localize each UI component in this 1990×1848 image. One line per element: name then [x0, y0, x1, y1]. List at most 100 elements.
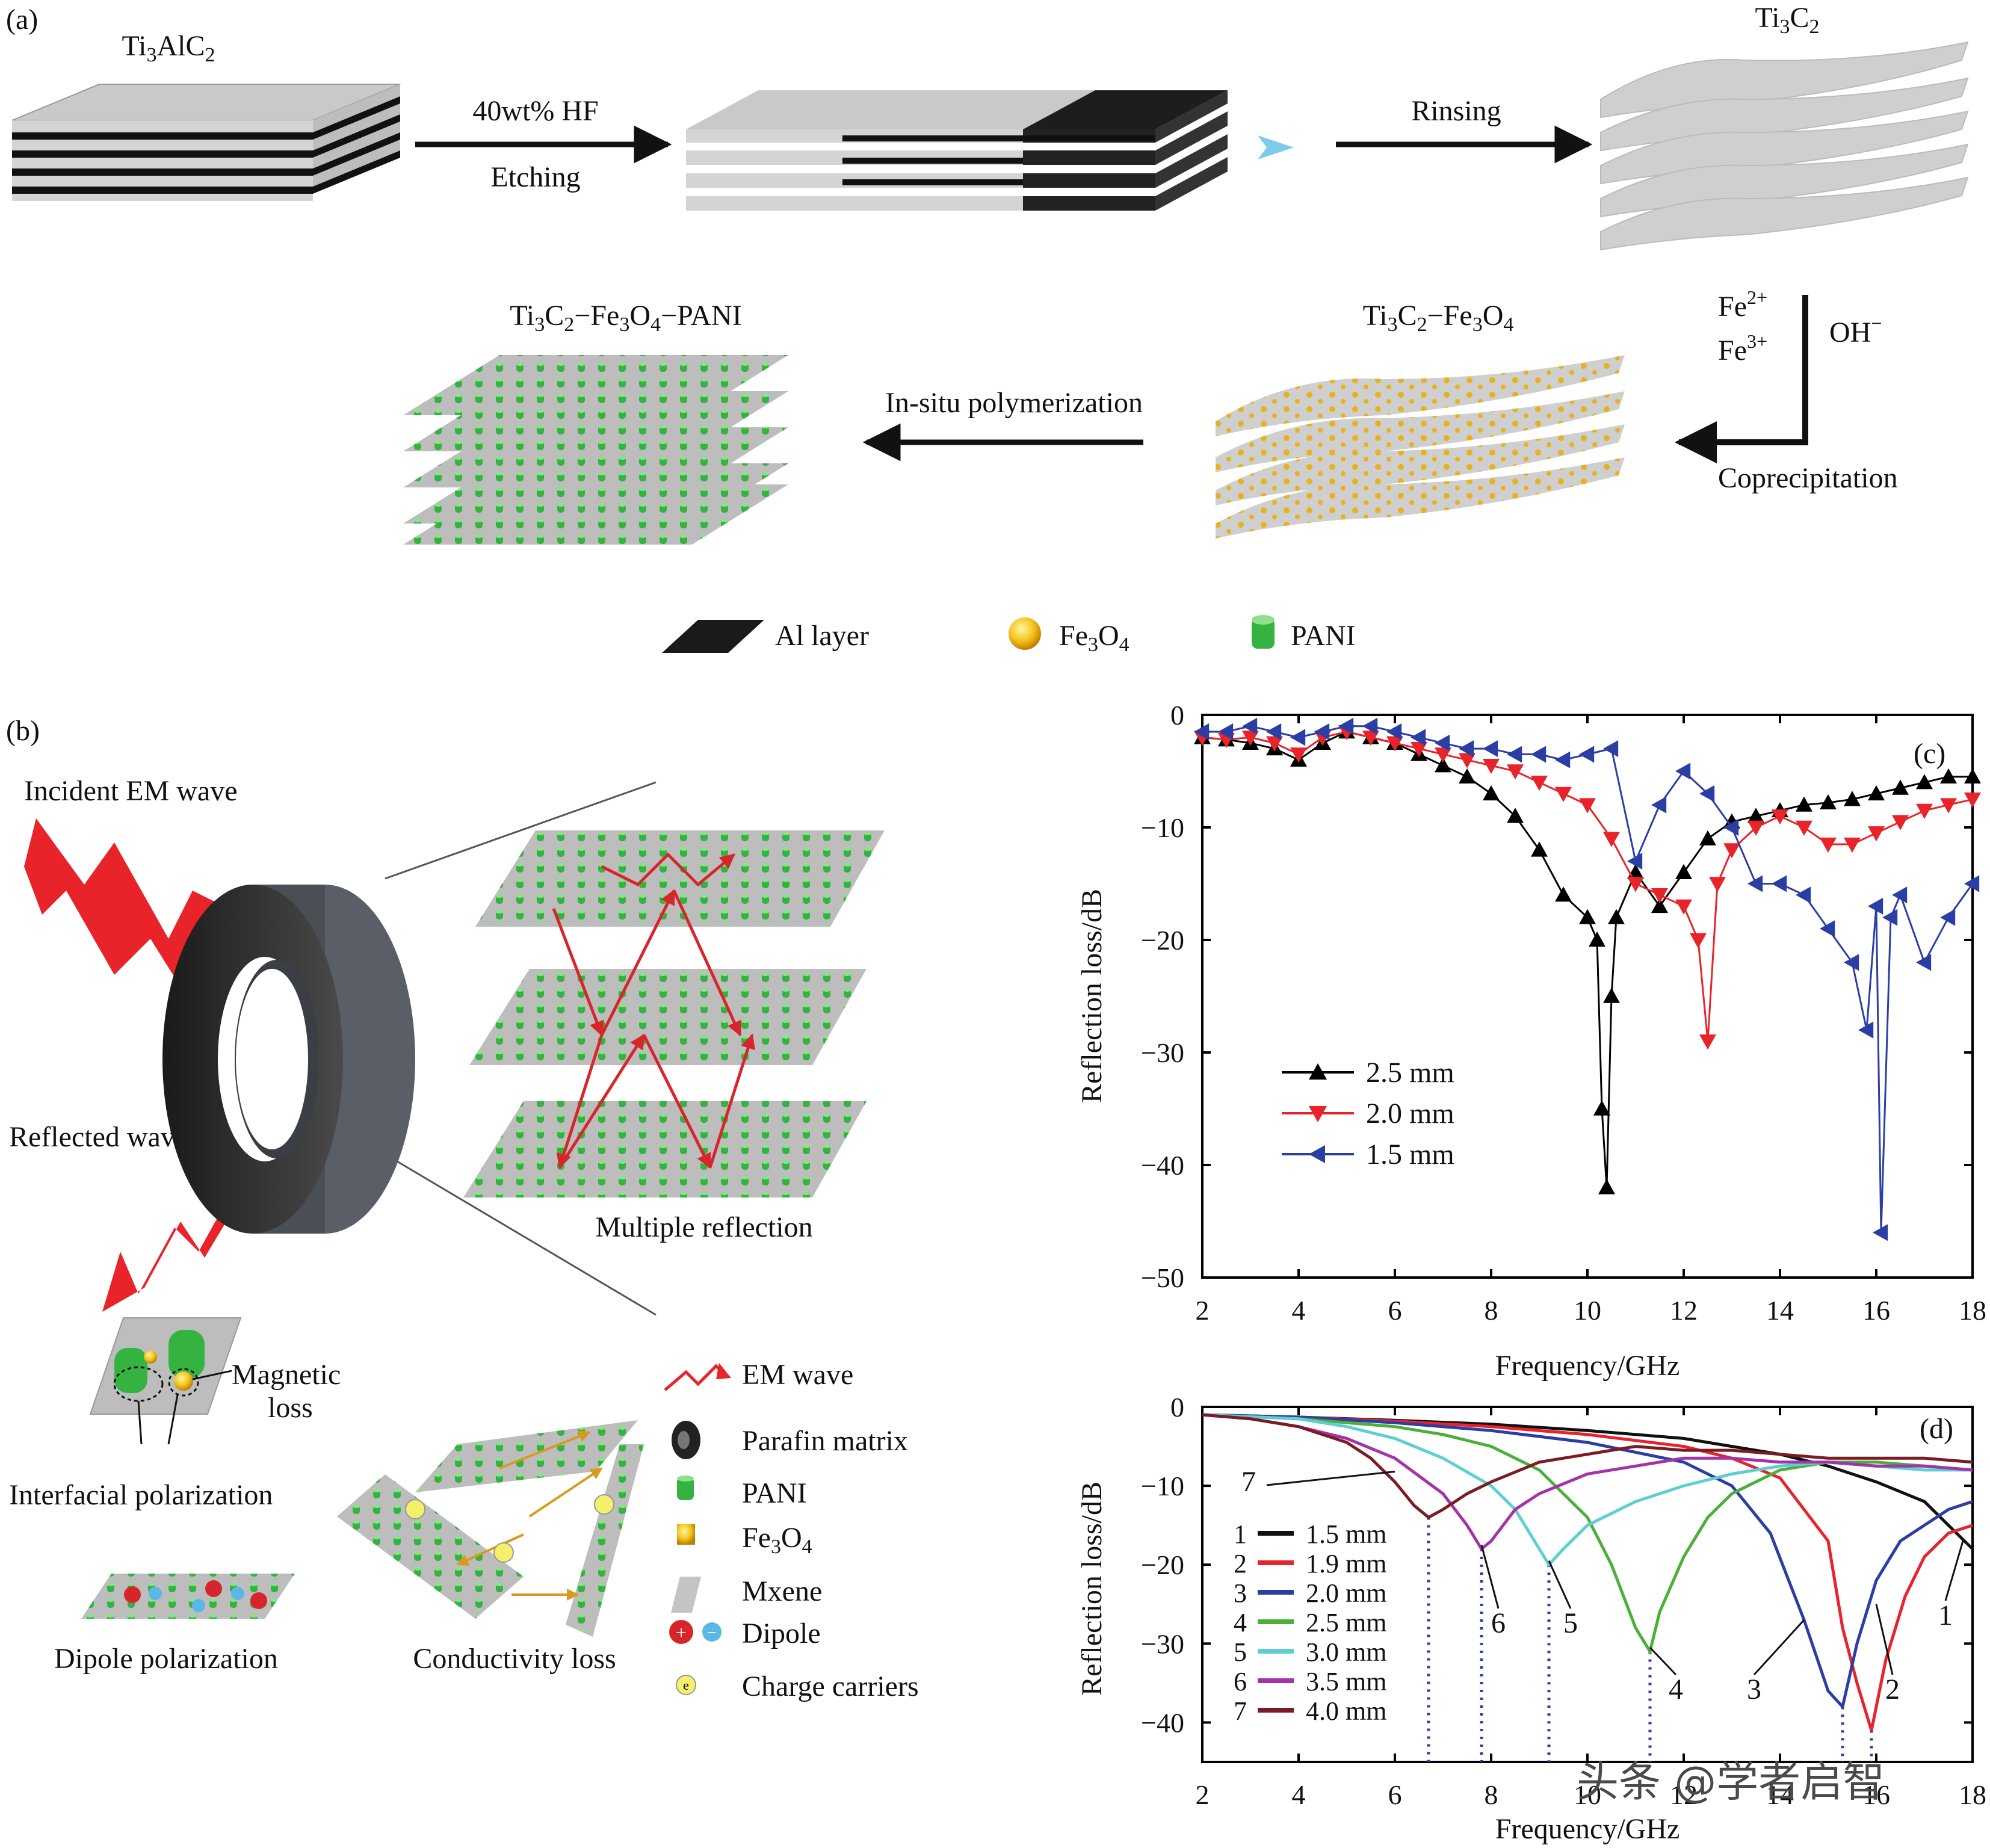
- svg-text:e: e: [683, 1678, 689, 1693]
- data-point: [1603, 987, 1620, 1003]
- y-tick-label: −50: [1141, 1262, 1184, 1293]
- fe3o4-icon: [677, 1524, 695, 1545]
- data-point: [1362, 731, 1379, 746]
- legend-label: 1.5 mm: [1306, 1519, 1386, 1549]
- data-point: [1242, 717, 1258, 735]
- fe2-label: Fe2+: [1718, 286, 1767, 323]
- panel-a-label: (a): [6, 4, 38, 36]
- legend-label: 2.0 mm: [1366, 1098, 1454, 1130]
- data-point: [1531, 746, 1547, 763]
- chart-c-ylabel: Reflection loss/dB: [1076, 889, 1108, 1103]
- fe3o4-swatch: [1009, 617, 1041, 650]
- y-tick-label: −10: [1141, 812, 1184, 843]
- data-point: [1459, 740, 1474, 758]
- y-tick-label: −30: [1141, 1628, 1184, 1659]
- legend-mxene: Mxene: [742, 1575, 822, 1607]
- y-tick-label: −20: [1141, 1550, 1184, 1580]
- legend-index: 1: [1234, 1519, 1247, 1549]
- zoom-line-bottom: [397, 1160, 657, 1316]
- x-tick-label: 12: [1670, 1295, 1698, 1326]
- x-tick-label: 2: [1196, 1779, 1210, 1810]
- chart-d-xlabel: Frequency/GHz: [1495, 1813, 1680, 1845]
- small-blue-arrow: [1258, 135, 1294, 159]
- data-point: [1675, 899, 1692, 915]
- legend-index: 6: [1234, 1667, 1247, 1696]
- data-point: [1868, 826, 1885, 842]
- paraffin-ring: [162, 885, 415, 1234]
- data-point: [1242, 731, 1259, 746]
- svg-text:−: −: [707, 1624, 717, 1642]
- svg-text:+: +: [676, 1622, 687, 1643]
- dipole-icon: + −: [669, 1620, 722, 1644]
- data-point: [1531, 841, 1548, 857]
- data-point: [1627, 853, 1643, 870]
- panel-b: (b) Incident EM wave Reflected wave: [6, 715, 919, 1702]
- legend-label: 1.9 mm: [1306, 1549, 1386, 1578]
- data-point: [1747, 820, 1764, 836]
- data-point: [1820, 837, 1837, 853]
- data-point: [1772, 809, 1788, 825]
- data-point: [1603, 740, 1619, 758]
- coprecipitation-label: Coprecipitation: [1718, 462, 1898, 494]
- data-point: [1699, 785, 1715, 802]
- mxene-icon: [671, 1577, 701, 1613]
- data-point: [1218, 723, 1234, 741]
- x-tick-label: 4: [1292, 1779, 1306, 1810]
- data-point: [1964, 875, 1980, 892]
- etching-label: Etching: [490, 161, 580, 193]
- data-point: [1459, 768, 1476, 784]
- data-point: [1882, 909, 1898, 926]
- data-point: [1844, 954, 1859, 971]
- data-point: [1507, 808, 1524, 823]
- ti3c2-fe3o4-pani-label: Ti3C2−Fe3O4−PANI: [510, 300, 741, 336]
- incident-wave-icon: [24, 818, 217, 987]
- data-point: [1603, 832, 1620, 847]
- legend-marker: [1309, 1106, 1327, 1122]
- pani-swatch: [1252, 619, 1275, 649]
- multiple-reflection-label: Multiple reflection: [595, 1211, 812, 1243]
- conductivity-loss-graphic: [337, 1420, 644, 1637]
- pani-icon: [677, 1476, 694, 1500]
- data-point: [1555, 886, 1572, 902]
- data-point: [1507, 764, 1524, 780]
- data-point: [1483, 758, 1500, 774]
- legend-pani-label: PANI: [1291, 620, 1356, 652]
- em-wave-icon: [664, 1364, 726, 1391]
- magnetic-loss-label-2: loss: [268, 1392, 313, 1424]
- data-point: [1435, 734, 1450, 752]
- data-point: [1651, 888, 1668, 904]
- data-point: [1627, 877, 1644, 892]
- legend-b: EM wave Parafin matrix PANI Fe3O4 Mxene …: [664, 1359, 919, 1702]
- panel-a: (a) Ti3AlC2 40wt% HF Etching: [6, 2, 1969, 656]
- x-tick-label: 18: [1959, 1295, 1986, 1326]
- rinsing-label: Rinsing: [1411, 95, 1501, 127]
- magnetic-loss-label-1: Magnetic: [232, 1359, 341, 1391]
- curve-label: 6: [1491, 1607, 1506, 1639]
- x-tick-label: 12: [1670, 1779, 1698, 1810]
- y-tick-label: −10: [1141, 1471, 1184, 1501]
- data-point: [1699, 1034, 1716, 1050]
- data-point: [1844, 791, 1861, 806]
- data-point: [1608, 909, 1625, 924]
- data-point: [1820, 794, 1837, 810]
- etched-stack: [686, 90, 1228, 211]
- charge-carrier-icon: e: [676, 1675, 696, 1695]
- data-point: [1579, 746, 1595, 763]
- curve-label-leader: [1875, 1604, 1894, 1675]
- x-tick-label: 14: [1766, 1779, 1794, 1810]
- legend-marker: [1309, 1145, 1325, 1163]
- data-point: [1362, 717, 1378, 735]
- data-point: [1873, 1224, 1888, 1241]
- data-point: [1916, 954, 1932, 971]
- legend-parafin: Parafin matrix: [742, 1425, 908, 1457]
- data-point: [1868, 785, 1885, 801]
- data-point: [1651, 796, 1667, 814]
- ti3alc2-label: Ti3AlC2: [122, 30, 215, 66]
- legend-index: 5: [1234, 1637, 1247, 1667]
- legend-al-label: Al layer: [775, 620, 869, 652]
- polymerization-label: In-situ polymerization: [885, 387, 1143, 419]
- x-tick-label: 8: [1485, 1295, 1498, 1326]
- ti3c2-label: Ti3C2: [1755, 2, 1820, 38]
- data-point: [1459, 753, 1476, 768]
